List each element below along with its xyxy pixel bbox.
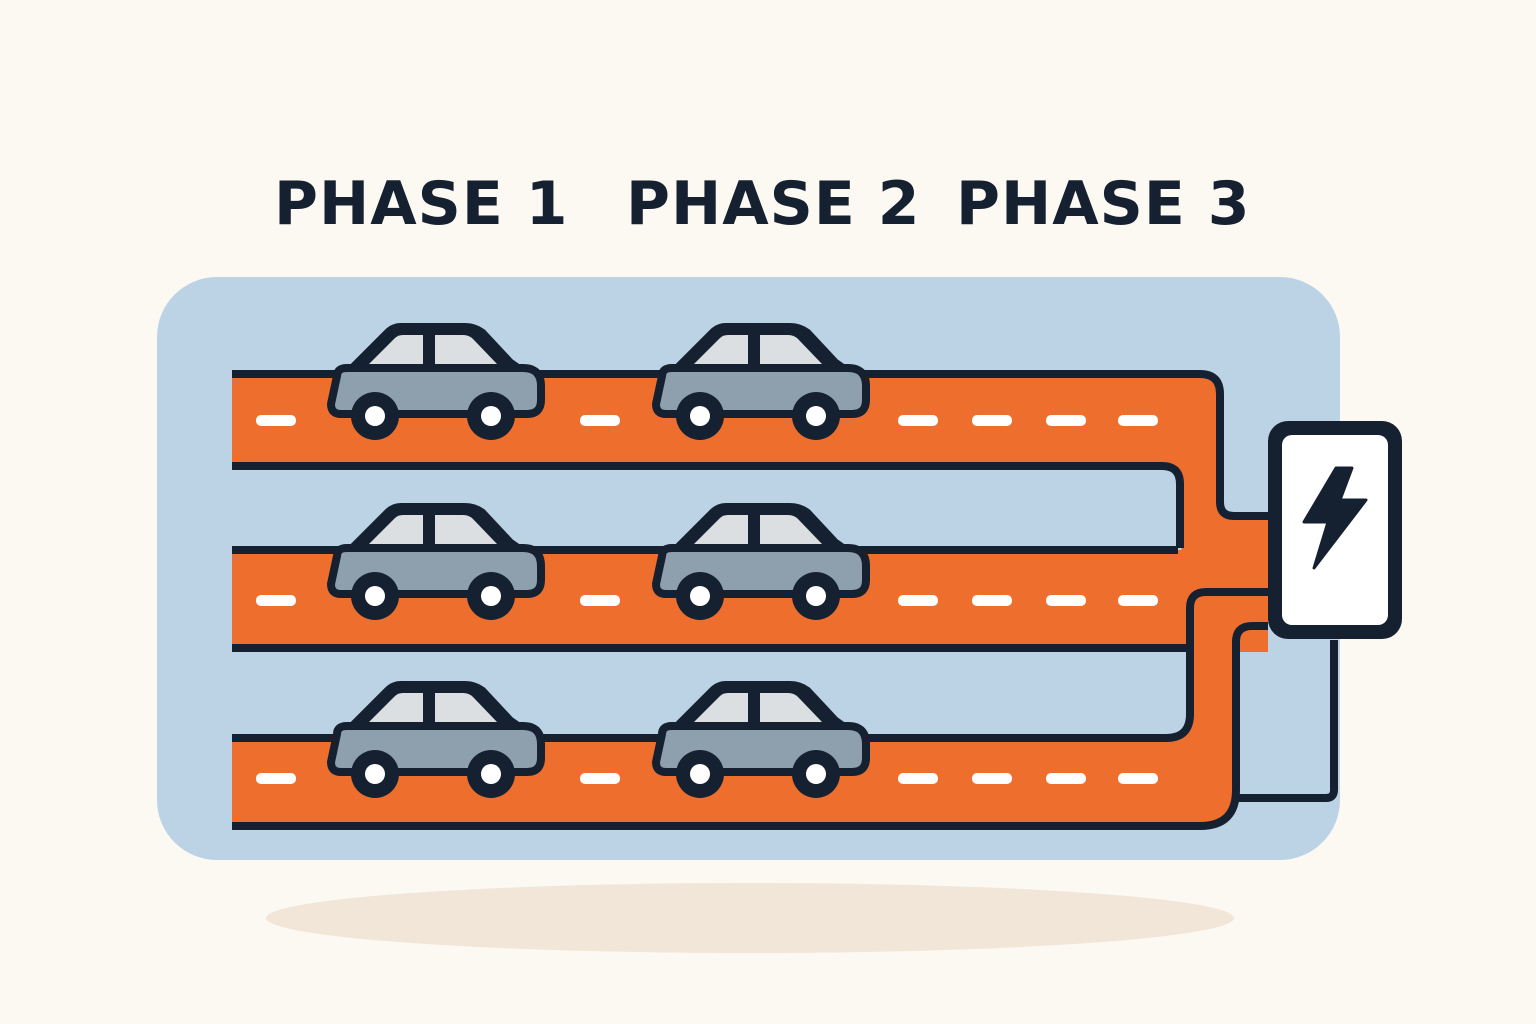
phase-1-label: PHASE 1	[274, 169, 569, 239]
lane-dash	[1046, 773, 1086, 784]
charging-station	[1268, 421, 1402, 639]
lane-dash	[972, 595, 1012, 606]
lane-dash	[580, 773, 620, 784]
lane-dash	[256, 595, 296, 606]
phase-2-label: PHASE 2	[626, 169, 921, 239]
lane-dash	[1118, 773, 1158, 784]
ground-shadow	[266, 883, 1234, 953]
lane-dash	[1118, 595, 1158, 606]
lightning-bolt-icon	[1302, 466, 1368, 570]
lane-dash	[898, 773, 938, 784]
lane-dash	[898, 415, 938, 426]
charger-cable	[1236, 640, 1338, 802]
lane-dash	[256, 415, 296, 426]
lane-dashes	[256, 415, 1158, 784]
lane-dash	[1118, 415, 1158, 426]
phase-3-label: PHASE 3	[956, 169, 1251, 239]
lane-dash	[1046, 595, 1086, 606]
lane-dash	[972, 415, 1012, 426]
lane-dash	[580, 415, 620, 426]
phase-labels: PHASE 1 PHASE 2 PHASE 3	[0, 0, 1536, 260]
lane-dash	[256, 773, 296, 784]
lane-dash	[1046, 415, 1086, 426]
lane-dash	[580, 595, 620, 606]
lane-dash	[972, 773, 1012, 784]
lane-dash	[898, 595, 938, 606]
